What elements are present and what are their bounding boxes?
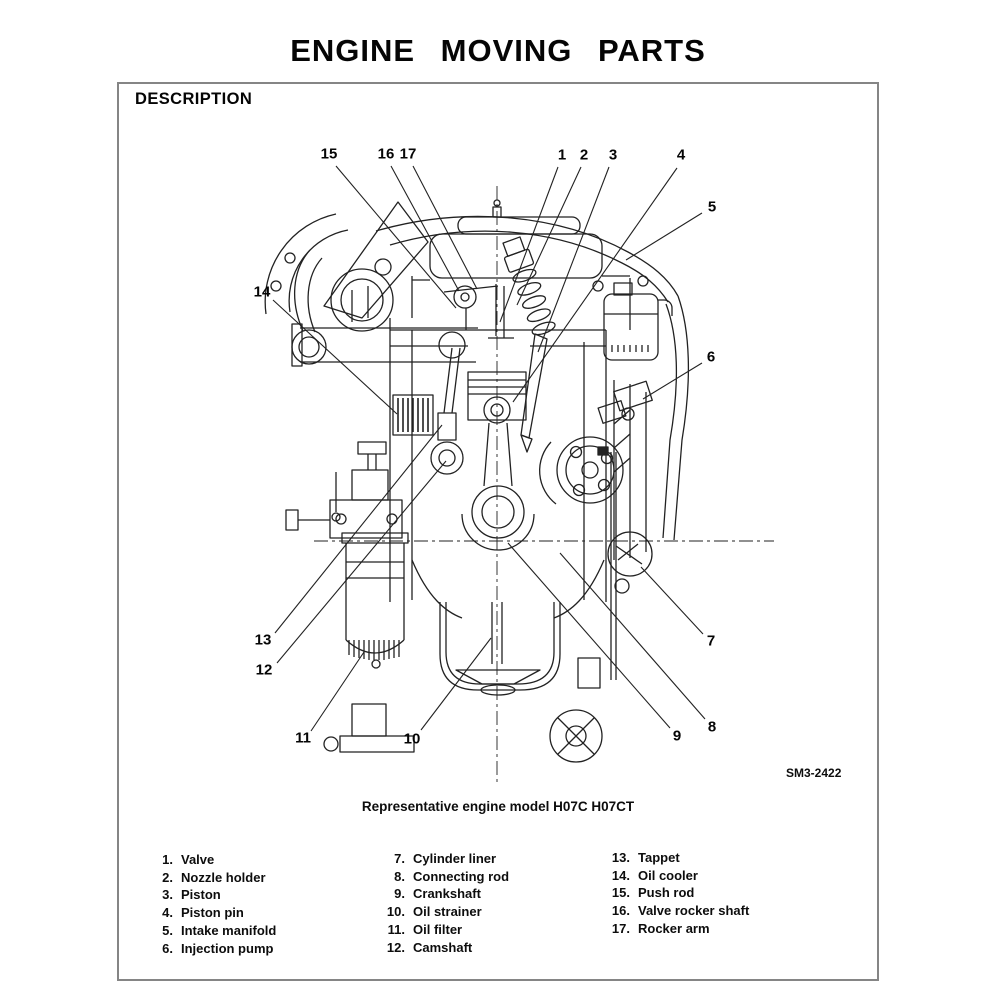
part-number: 8. xyxy=(394,868,405,884)
part-name: Tappet xyxy=(638,850,680,865)
oil-cooler xyxy=(392,394,434,436)
callout-11: 11 xyxy=(295,729,311,747)
parts-list-column-1: 1. Valve 2. Nozzle holder 3. Piston 4. Pisto… xyxy=(155,851,276,957)
part-number: 7. xyxy=(394,851,405,866)
part-number: 3. xyxy=(162,887,173,903)
part-name: Push rod xyxy=(638,885,695,901)
part-number: 17. xyxy=(611,920,630,936)
callout-15: 15 xyxy=(320,145,338,163)
parts-item: 7. Cylinder liner xyxy=(378,850,509,868)
callout-5: 5 xyxy=(707,198,717,216)
section-heading: DESCRIPTION xyxy=(135,90,253,108)
callout-12: 12 xyxy=(255,661,273,679)
parts-item: 5. Intake manifold xyxy=(155,922,276,940)
parts-item: 2. Nozzle holder xyxy=(155,869,276,887)
callout-16: 16 xyxy=(377,145,395,163)
part-number: 2. xyxy=(162,869,173,885)
flywheel-housing xyxy=(264,213,394,332)
parts-item: 13. Tappet xyxy=(604,849,749,867)
part-number: 1. xyxy=(162,852,173,867)
feed-pump xyxy=(285,441,403,539)
part-number: 9. xyxy=(394,886,405,902)
callout-14: 14 xyxy=(253,283,271,301)
part-number: 10. xyxy=(386,904,405,920)
part-name: Valve xyxy=(181,852,215,867)
parts-item: 8. Connecting rod xyxy=(378,868,509,886)
part-name: Camshaft xyxy=(413,939,473,955)
leader-lines xyxy=(272,165,706,732)
parts-item: 4. Piston pin xyxy=(155,904,276,922)
part-number: 13. xyxy=(611,850,630,865)
parts-item: 1. Valve xyxy=(155,851,276,869)
parts-item: 6. Injection pump xyxy=(155,940,276,958)
figure-ref: SM3-2422 xyxy=(786,766,842,780)
callout-2: 2 xyxy=(579,146,589,164)
mount-arm xyxy=(291,323,478,367)
part-name: Piston pin xyxy=(181,905,244,921)
callout-3: 3 xyxy=(608,146,618,164)
callout-1: 1 xyxy=(557,146,567,164)
part-name: Crankshaft xyxy=(413,886,481,902)
callout-4: 4 xyxy=(676,146,686,164)
pump-drive xyxy=(538,436,624,505)
callout-9: 9 xyxy=(672,727,682,745)
callout-7: 7 xyxy=(706,632,716,650)
parts-item: 15. Push rod xyxy=(604,884,749,902)
callout-17: 17 xyxy=(399,145,417,163)
callout-10: 10 xyxy=(403,730,421,748)
part-name: Valve rocker shaft xyxy=(638,903,750,919)
part-name: Intake manifold xyxy=(181,922,277,938)
part-name: Oil strainer xyxy=(413,904,482,920)
parts-item: 16. Valve rocker shaft xyxy=(604,902,749,920)
part-name: Injection pump xyxy=(181,940,274,956)
part-number: 14. xyxy=(611,867,630,883)
callout-8: 8 xyxy=(707,718,717,736)
oil-filter xyxy=(341,532,409,669)
part-number: 15. xyxy=(611,885,630,901)
part-name: Oil filter xyxy=(413,921,463,937)
part-number: 6. xyxy=(162,940,173,956)
part-number: 11. xyxy=(387,921,405,937)
parts-item: 12. Camshaft xyxy=(378,939,509,957)
mount-foot xyxy=(323,703,415,753)
cylinder-liner-area xyxy=(577,380,653,689)
parts-item: 10. Oil strainer xyxy=(378,903,509,921)
valvetrain xyxy=(430,284,514,475)
part-name: Nozzle holder xyxy=(181,869,266,885)
part-number: 16. xyxy=(611,903,630,919)
piston-crank xyxy=(461,371,535,551)
callout-6: 6 xyxy=(706,348,716,366)
page-title: ENGINE MOVING PARTS xyxy=(290,32,706,68)
part-number: 4. xyxy=(162,905,173,921)
crank-pulley xyxy=(549,709,603,763)
parts-item: 9. Crankshaft xyxy=(378,885,509,903)
part-name: Oil cooler xyxy=(638,867,698,883)
part-name: Connecting rod xyxy=(413,868,510,884)
part-number: 5. xyxy=(162,922,173,938)
callout-13: 13 xyxy=(254,631,272,649)
parts-list-column-2: 7. Cylinder liner 8. Connecting rod 9. Cran… xyxy=(378,850,509,956)
part-name: Piston xyxy=(181,887,221,903)
part-number: 12. xyxy=(386,939,405,955)
oil-cooler-hose xyxy=(291,249,327,365)
oil-pan xyxy=(411,559,605,696)
parts-item: 11. Oil filter xyxy=(378,921,509,939)
parts-item: 17. Rocker arm xyxy=(604,920,749,938)
parts-item: 3. Piston xyxy=(155,886,276,904)
parts-list-column-3: 13. Tappet 14. Oil cooler 15. Push rod 16. V… xyxy=(604,849,749,938)
parts-item: 14. Oil cooler xyxy=(604,867,749,885)
center-lines xyxy=(314,186,774,784)
fuel-filter xyxy=(592,275,673,361)
part-name: Rocker arm xyxy=(638,920,710,936)
figure-caption: Representative engine model H07C H07CT xyxy=(361,799,635,814)
engine-block xyxy=(389,275,631,602)
part-name: Cylinder liner xyxy=(413,851,497,866)
